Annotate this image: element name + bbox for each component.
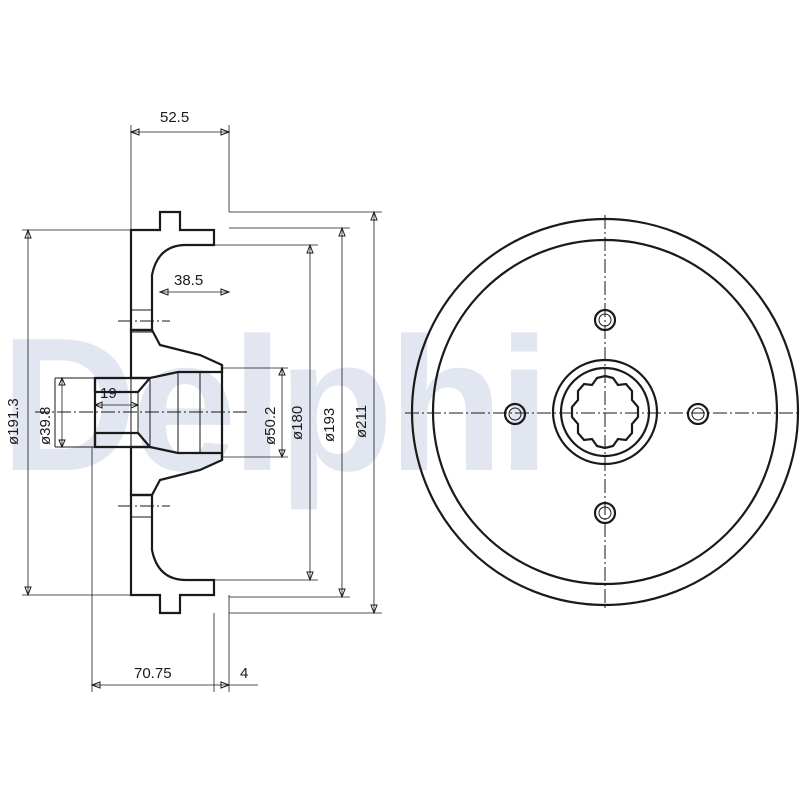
dimension-lines: [22, 125, 382, 692]
bolt-hole-left: [503, 402, 527, 426]
lower-wall-section: [129, 493, 216, 615]
front-view: [405, 215, 800, 610]
delphi-watermark: Delphi: [0, 299, 545, 511]
dim-211: ø211: [353, 405, 370, 438]
hub-ring: [559, 366, 651, 458]
dim-191: ø191.3: [5, 398, 22, 445]
bolt-hole-right: [686, 402, 710, 426]
dim-overall-width: 52.5: [160, 109, 189, 126]
dim-180: ø180: [289, 406, 306, 440]
dim-hub-bore: ø39.8: [37, 407, 54, 445]
dim-inner-depth: 38.5: [174, 272, 203, 289]
dim-flange-offset: 4: [240, 665, 248, 682]
dim-hub-length: 19: [100, 385, 117, 402]
dim-193: ø193: [321, 408, 338, 442]
dim-total-length: 70.75: [134, 665, 172, 682]
upper-wall-section: [129, 210, 216, 332]
section-view: [35, 210, 250, 615]
dim-hub-outer: ø50.2: [262, 407, 279, 445]
